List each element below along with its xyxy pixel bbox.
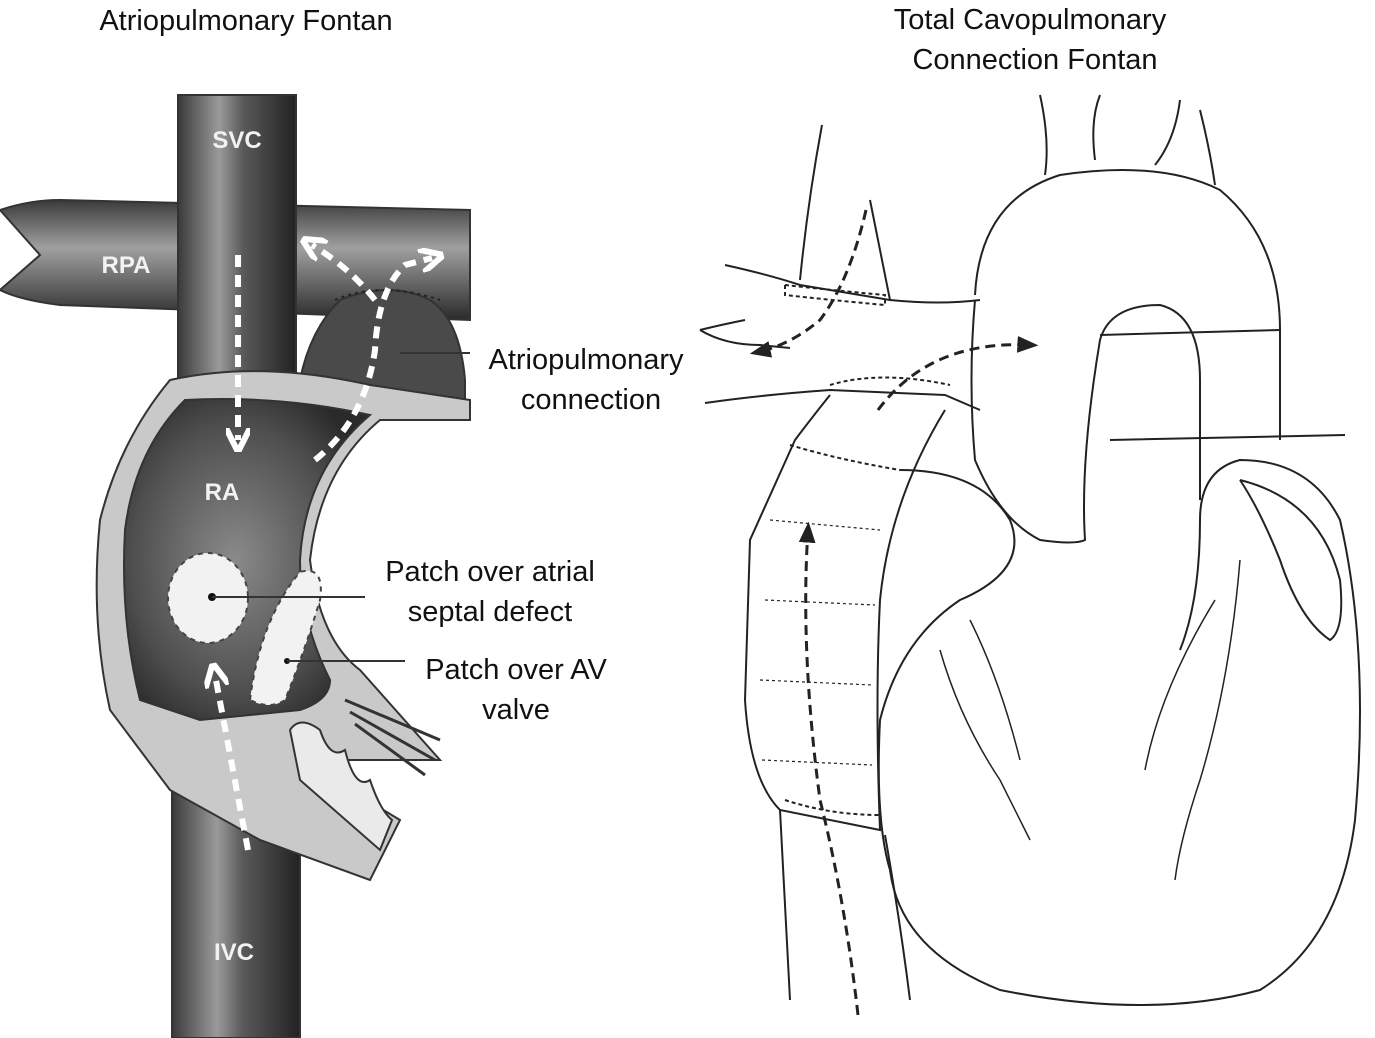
- tcpc-ascending-aorta: [970, 299, 1201, 544]
- tcpc-svc: [799, 124, 891, 301]
- tcpc-coronary-left: [939, 619, 1031, 841]
- connection-callout-line1: Atriopulmonary: [488, 344, 684, 376]
- tcpc-conduit: [743, 394, 946, 832]
- av-patch: [248, 569, 322, 706]
- valve-chords: [344, 698, 441, 777]
- tcpc-heart-outline: [877, 458, 1361, 1006]
- right-panel-title-line1: Total Cavopulmonary: [894, 4, 1167, 36]
- asd-callout-line1: Patch over atrial: [385, 556, 595, 588]
- tcpc-rpa: [699, 264, 981, 411]
- av-callout-line2: valve: [482, 694, 550, 726]
- ra-label: RA: [205, 479, 240, 506]
- av-callout-line1: Patch over AV: [425, 654, 607, 686]
- flow-arrow-to-lpa: [312, 245, 378, 302]
- rpa-label: RPA: [102, 252, 151, 279]
- svc-label: SVC: [212, 127, 261, 154]
- left-panel-title: Atriopulmonary Fontan: [99, 5, 392, 37]
- tcpc-flow-to-lpa: [876, 335, 1039, 411]
- tcpc-lpa: [1099, 329, 1346, 441]
- tcpc-ivc: [779, 809, 911, 1001]
- tcpc-conduit-mesh: [759, 519, 881, 766]
- tcpc-flow-svc-down: [749, 209, 868, 358]
- av-valve-tissue: [288, 721, 394, 852]
- connection-callout-line2: connection: [521, 384, 661, 416]
- tcpc-suture-conduit: [829, 376, 951, 386]
- connection-suture-line: [334, 289, 441, 301]
- right-panel-title-line2: Connection Fontan: [912, 44, 1157, 76]
- tcpc-aorta: [974, 94, 1281, 440]
- tcpc-suture-svc: [784, 283, 886, 307]
- tcpc-coronary-right: [1144, 559, 1241, 881]
- asd-callout-line2: septal defect: [408, 596, 572, 628]
- flow-arrow-ivc-up: [215, 675, 251, 851]
- left-panel: Atriopulmonary Fontan SVC RPA RA IVC: [0, 5, 684, 1038]
- flow-arrow-ra-to-pa: [313, 258, 432, 463]
- ivc-label: IVC: [214, 939, 254, 966]
- tcpc-right-atrial-appendage: [1239, 479, 1343, 642]
- ra-chamber: [123, 398, 373, 722]
- tcpc-conduit-inner: [784, 444, 901, 816]
- right-panel: Total Cavopulmonary Connection Fontan: [699, 4, 1361, 1016]
